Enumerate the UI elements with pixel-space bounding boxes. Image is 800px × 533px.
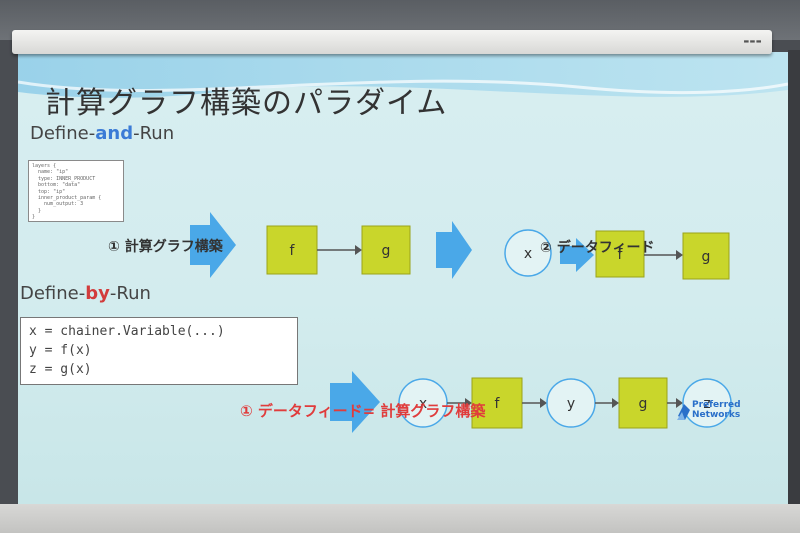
node-label-z: z (703, 396, 710, 412)
node-label-g: g (639, 396, 648, 412)
edge-arrowhead (355, 245, 362, 255)
caption-graph-build: ① 計算グラフ構築 (108, 239, 223, 255)
edge-arrowhead (676, 250, 683, 260)
arrow-icon (560, 238, 594, 272)
variable-node-x (504, 229, 552, 277)
screen-housing: ▬▬▬ (12, 30, 772, 54)
node-label-y: y (567, 396, 575, 412)
arrow-icon (436, 221, 472, 279)
edge-arrowhead (540, 398, 547, 408)
variable-node-z (682, 378, 732, 428)
screen-brand-label: ▬▬▬ (743, 38, 762, 45)
node-label-x: x (419, 396, 427, 412)
function-node-f (471, 377, 523, 429)
pfn-logo-icon (677, 404, 690, 420)
projection-screen (18, 52, 788, 504)
caption-define-by-run: ① データフィード= 計算グラフ構築 (240, 402, 486, 420)
define-and-run-heading: Define-and-Run (30, 123, 175, 144)
caption-data-feed: ② データフィード (540, 240, 655, 256)
edge-arrowhead (465, 398, 472, 408)
node-label-x: x (524, 246, 532, 262)
function-node-f2 (595, 230, 645, 278)
function-node-g (361, 225, 411, 275)
node-label-f: f (290, 243, 296, 259)
prototxt-code-box: layers { name: "ip" type: INNER_PRODUCT … (28, 160, 124, 222)
right-wall-frame (788, 50, 800, 533)
header-wave-decoration (18, 52, 788, 98)
node-label-g: g (382, 243, 391, 259)
node-label-g2: g (702, 249, 711, 265)
edge-arrowhead (676, 398, 683, 408)
arrow-icon (330, 371, 380, 433)
logo-wordmark: Preferred Networks (692, 400, 741, 420)
slide-title: 計算グラフ構築のパラダイム (45, 86, 448, 121)
node-label-f2: f (618, 247, 624, 263)
chainer-code-box: x = chainer.Variable(...) y = f(x) z = g… (20, 317, 298, 385)
edge-arrowhead (612, 398, 619, 408)
function-node-f (266, 225, 318, 275)
arrow-icon (190, 212, 236, 278)
define-by-run-heading: Define-by-Run (20, 283, 151, 304)
function-node-g2 (682, 232, 730, 280)
floor-area (0, 504, 800, 533)
node-label-f: f (495, 396, 501, 412)
preferred-networks-logo: Preferred Networks (676, 400, 766, 430)
